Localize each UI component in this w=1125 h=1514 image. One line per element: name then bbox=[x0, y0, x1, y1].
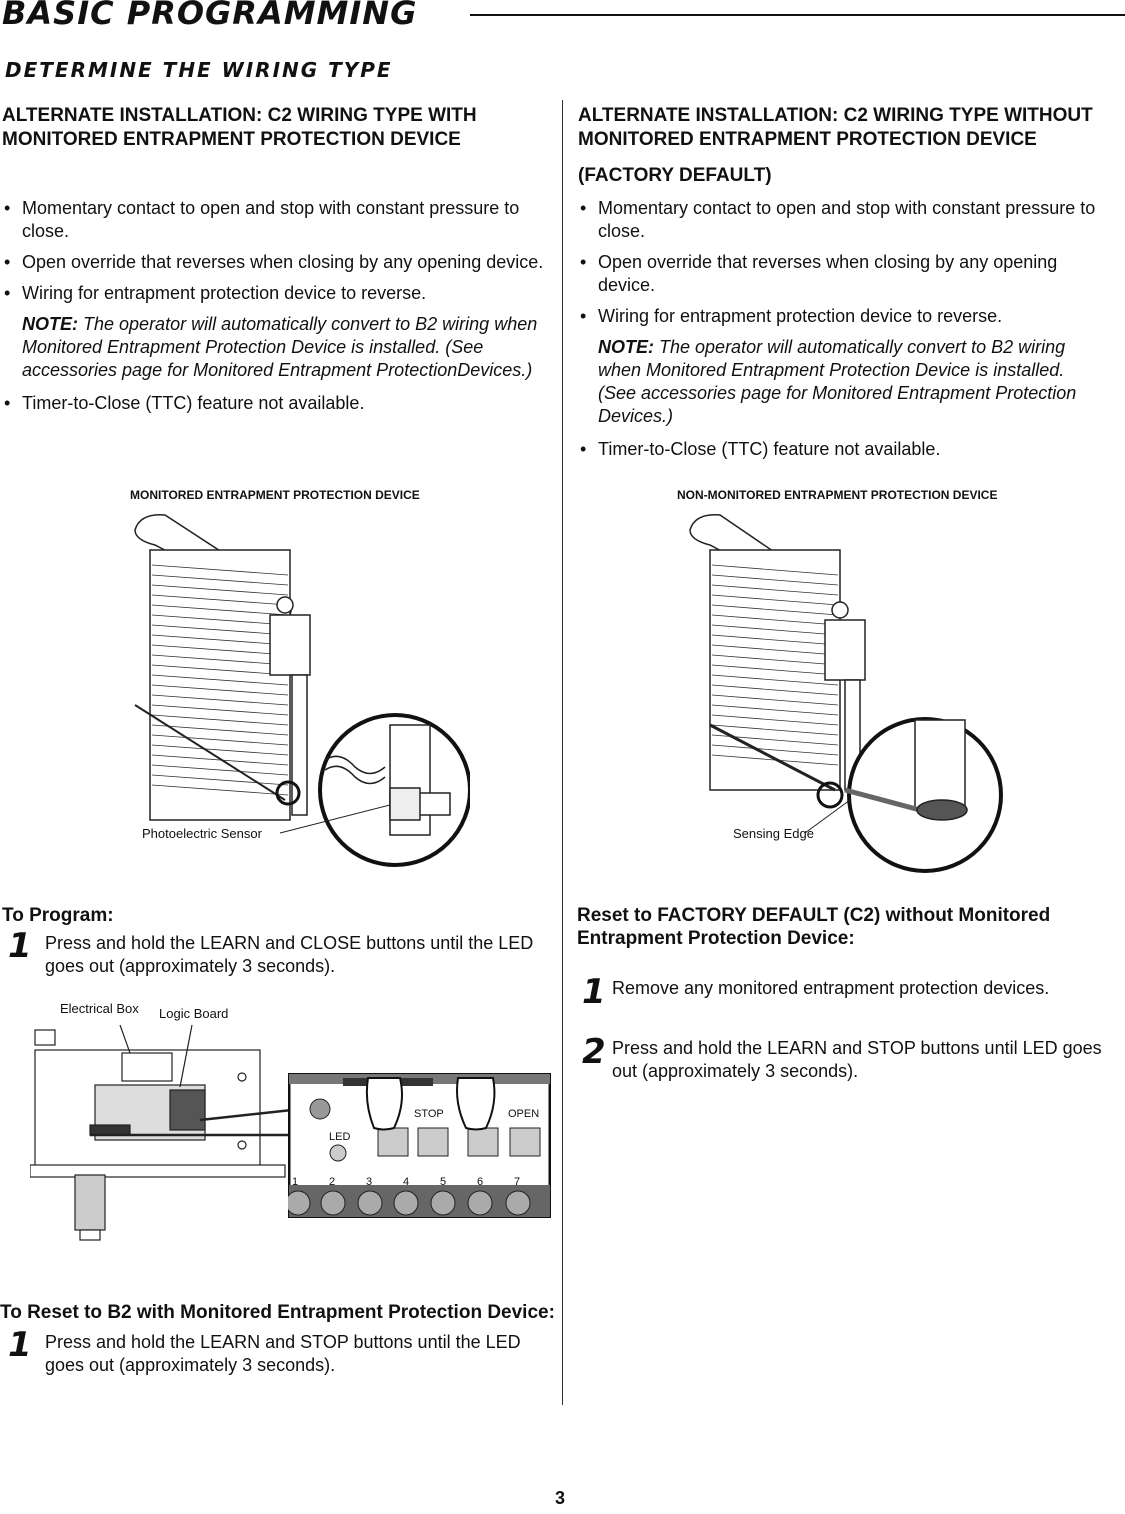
step-number: 1 bbox=[582, 972, 606, 1012]
open-label: OPEN bbox=[508, 1108, 540, 1120]
note-label: NOTE: bbox=[598, 337, 654, 357]
logic-board-callout: Logic Board bbox=[159, 1006, 229, 1021]
terminal-label: 3 bbox=[366, 1176, 373, 1188]
step-number: 1 bbox=[8, 926, 32, 966]
left-note: NOTE: The operator will automatically co… bbox=[2, 313, 547, 382]
terminal-label: 1 bbox=[292, 1176, 299, 1188]
list-item: Timer-to-Close (TTC) feature not availab… bbox=[578, 438, 1118, 461]
column-divider bbox=[562, 100, 563, 1405]
list-item: Wiring for entrapment protection device … bbox=[2, 282, 547, 305]
list-item: Wiring for entrapment protection device … bbox=[578, 305, 1118, 328]
note-label: NOTE: bbox=[22, 314, 78, 334]
program-heading: To Program: bbox=[2, 905, 114, 926]
left-bullet-list: Momentary contact to open and stop with … bbox=[2, 197, 547, 423]
right-bullet-list: Momentary contact to open and stop with … bbox=[578, 197, 1118, 469]
left-heading: ALTERNATE INSTALLATION: C2 WIRING TYPE W… bbox=[2, 105, 477, 150]
step-number: 2 bbox=[582, 1032, 606, 1072]
step-text: Press and hold the LEARN and CLOSE butto… bbox=[45, 933, 534, 976]
right-heading: ALTERNATE INSTALLATION: C2 WIRING TYPE W… bbox=[578, 105, 1093, 150]
terminal-label: 7 bbox=[514, 1176, 521, 1188]
figure-label: MONITORED ENTRAPMENT PROTECTION DEVICE bbox=[130, 488, 420, 502]
electrical-box-callout: Electrical Box bbox=[60, 1001, 139, 1016]
factory-default-label: (FACTORY DEFAULT) bbox=[578, 165, 772, 186]
list-item: Momentary contact to open and stop with … bbox=[578, 197, 1118, 243]
step-text: Press and hold the LEARN and STOP button… bbox=[612, 1038, 1102, 1081]
reset-b2-heading: To Reset to B2 with Monitored Entrapment… bbox=[0, 1302, 555, 1323]
sensing-edge-callout: Sensing Edge bbox=[733, 826, 814, 841]
terminal-label: 2 bbox=[329, 1176, 336, 1188]
step-text: Remove any monitored entrapment protecti… bbox=[612, 978, 1050, 998]
list-item: Timer-to-Close (TTC) feature not availab… bbox=[2, 392, 547, 415]
list-item: Open override that reverses when closing… bbox=[578, 251, 1118, 297]
reset-factory-heading: Reset to FACTORY DEFAULT (C2) without Mo… bbox=[577, 905, 1051, 949]
stop-label: STOP bbox=[414, 1108, 444, 1120]
step-text: Press and hold the LEARN and STOP button… bbox=[45, 1332, 521, 1375]
list-item: Open override that reverses when closing… bbox=[2, 251, 547, 274]
terminal-label: 5 bbox=[440, 1176, 447, 1188]
figure-label: NON-MONITORED ENTRAPMENT PROTECTION DEVI… bbox=[677, 488, 998, 502]
door-illustration-non-monitored bbox=[689, 514, 1003, 873]
terminal-label: 6 bbox=[477, 1176, 484, 1188]
note-text: The operator will automatically convert … bbox=[22, 314, 538, 380]
note-text: The operator will automatically convert … bbox=[598, 337, 1077, 426]
logic-board-illustration bbox=[30, 1025, 292, 1241]
door-illustration-monitored bbox=[134, 514, 470, 867]
right-note: NOTE: The operator will automatically co… bbox=[578, 336, 1118, 428]
list-item: Momentary contact to open and stop with … bbox=[2, 197, 547, 243]
photoelectric-sensor-callout: Photoelectric Sensor bbox=[142, 826, 262, 841]
page-number: 3 bbox=[555, 1488, 566, 1508]
button-panel-closeup bbox=[288, 1073, 551, 1218]
title-rule bbox=[470, 14, 1125, 16]
step-number: 1 bbox=[8, 1325, 32, 1365]
section-title: DETERMINE THE WIRING TYPE bbox=[5, 58, 393, 82]
terminal-label: 4 bbox=[403, 1176, 410, 1188]
led-label: LED bbox=[329, 1131, 351, 1143]
page-title: BASIC PROGRAMMING bbox=[2, 0, 418, 32]
